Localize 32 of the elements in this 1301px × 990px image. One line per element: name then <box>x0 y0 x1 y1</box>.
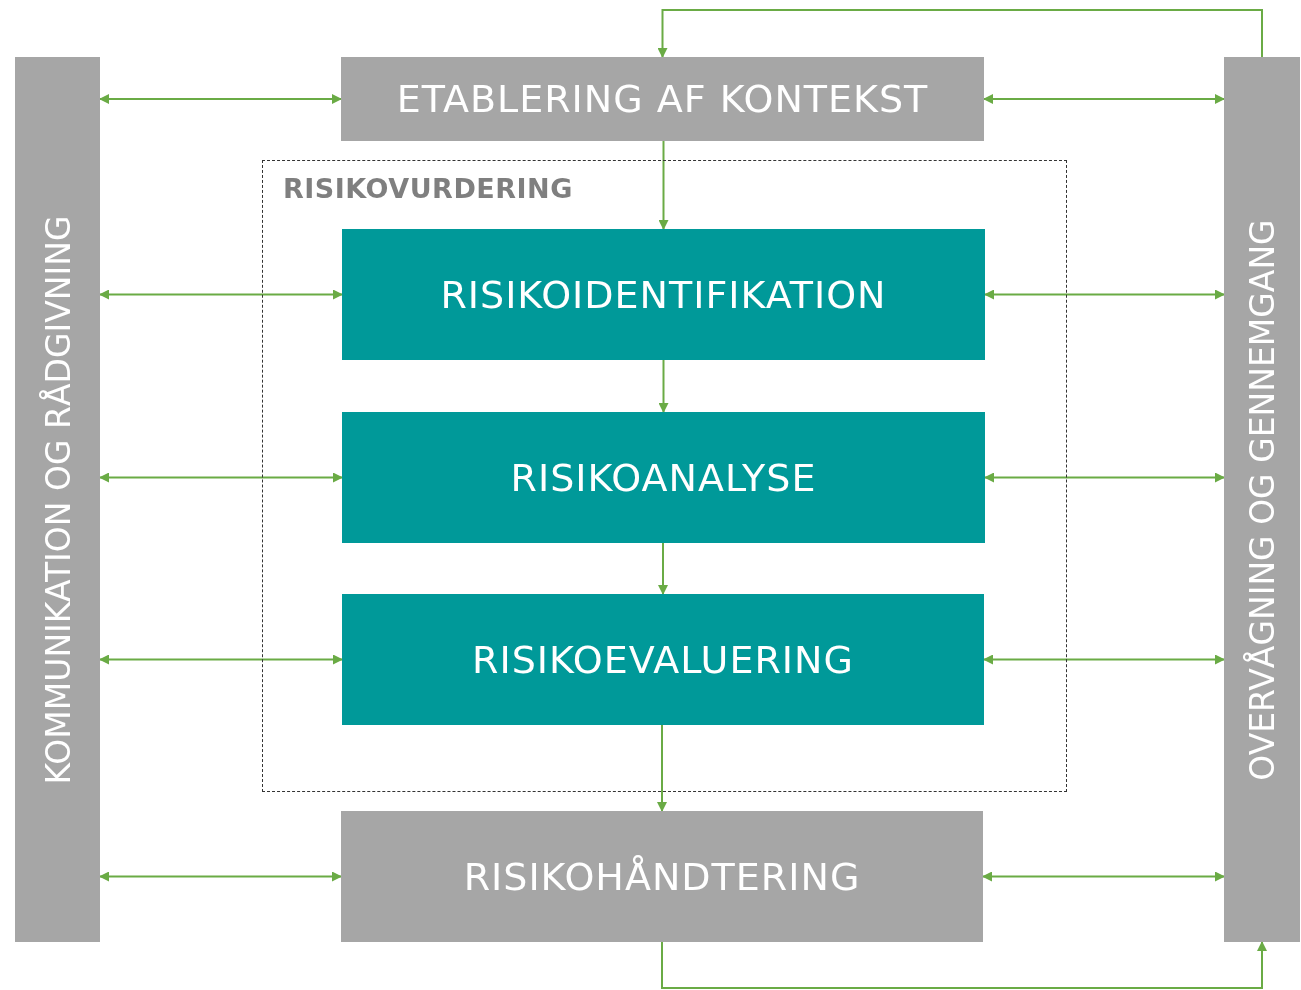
arrow <box>983 654 1225 665</box>
arrow <box>658 359 669 413</box>
arrow <box>99 472 343 483</box>
side-bar <box>15 57 100 942</box>
process-box <box>342 229 985 360</box>
arrow <box>661 941 1267 989</box>
arrow <box>99 654 343 665</box>
arrow <box>983 94 1225 104</box>
arrow <box>984 472 1225 483</box>
node-label: KOMMUNIKATION OG RÅDGIVNING <box>38 215 77 784</box>
node-label: RISIKOEVALUERING <box>472 637 854 682</box>
arrow <box>984 289 1225 300</box>
node-label: RISIKOIDENTIFIKATION <box>440 272 887 317</box>
side-bar <box>1224 57 1300 942</box>
node-label: ETABLERING AF KONTEKST <box>396 77 929 121</box>
group-heading: RISIKOVURDERING <box>283 173 573 204</box>
arrow <box>658 140 669 230</box>
arrow <box>982 871 1225 882</box>
dashed-group-frame <box>262 160 1067 792</box>
arrow <box>99 94 342 104</box>
node-label: RISIKOHÅNDTERING <box>463 854 861 899</box>
arrow <box>657 724 667 812</box>
arrow <box>657 9 1263 58</box>
arrow <box>658 542 668 595</box>
arrow <box>99 871 342 882</box>
process-box <box>342 594 984 725</box>
process-box <box>342 412 985 543</box>
process-box <box>341 811 983 942</box>
process-box <box>341 57 984 141</box>
node-label: OVERVÅGNING OG GENNEMGANG <box>1242 218 1282 781</box>
arrow <box>99 289 343 300</box>
node-label: RISIKOANALYSE <box>510 455 817 500</box>
